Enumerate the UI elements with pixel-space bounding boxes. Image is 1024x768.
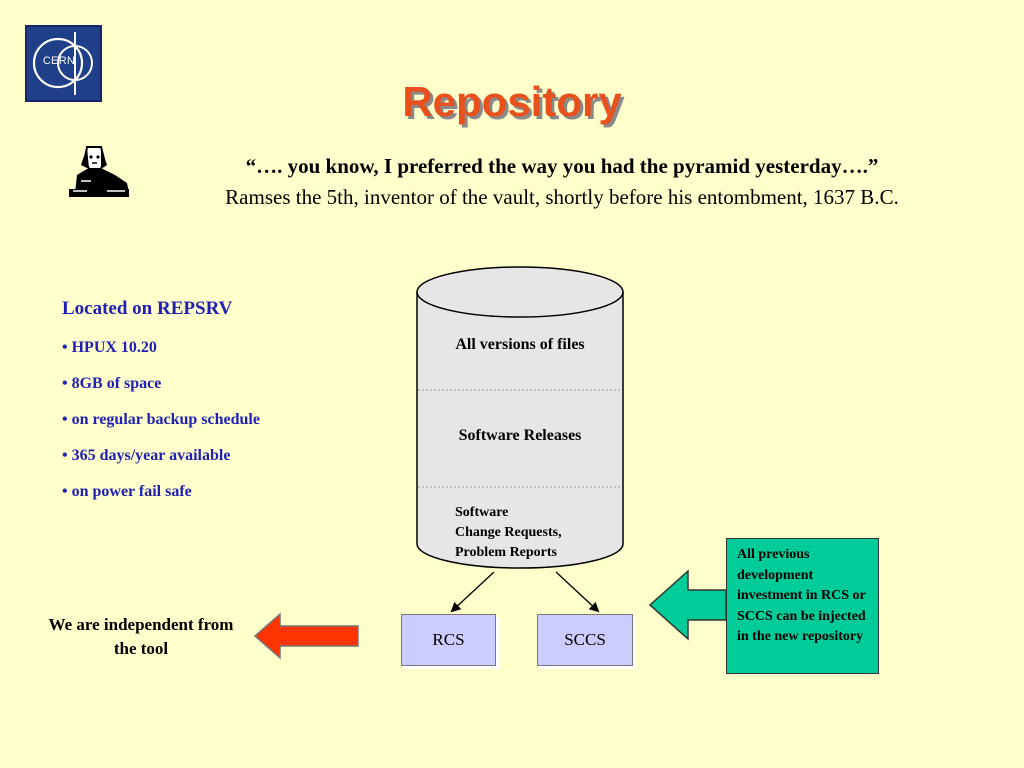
bullet-item: • 8GB of space: [62, 375, 162, 392]
bullet-item: • 365 days/year available: [62, 447, 231, 464]
connector-arrow-sccs: [555, 571, 600, 613]
repository-line: Problem Reports: [455, 545, 557, 560]
repository-line: Software: [455, 505, 509, 520]
repository-section-label: Software Change Requests, Problem Report…: [455, 503, 562, 563]
server-bullet-list: • HPUX 10.20 • 8GB of space • on regular…: [62, 338, 260, 518]
injection-note-text: All previous development investment in R…: [737, 547, 866, 644]
right-arrow-shape: [648, 569, 727, 641]
server-heading: Located on REPSRV: [62, 298, 233, 319]
bullet-item: • on regular backup schedule: [62, 411, 260, 428]
bullet-item: • on power fail safe: [62, 483, 192, 500]
repository-section-label: All versions of files: [455, 336, 585, 353]
connector-arrow-rcs: [450, 571, 495, 613]
quote-text: “…. you know, I preferred the way you ha…: [245, 154, 879, 178]
repository-cylinder: [416, 266, 624, 569]
sccs-box: SCCS: [537, 614, 633, 666]
bullet-item: • HPUX 10.20: [62, 339, 157, 356]
cern-logo-icon: CERN: [25, 25, 102, 102]
logo-text: CERN: [42, 55, 76, 67]
rcs-box: RCS: [401, 614, 496, 666]
injection-note-box: All previous development investment in R…: [726, 538, 879, 674]
sphinx-icon: [67, 143, 131, 199]
quote-attribution: Ramses the 5th, inventor of the vault, s…: [225, 185, 899, 209]
repository-section-label: Software Releases: [458, 427, 582, 444]
repository-line: Change Requests,: [455, 525, 562, 540]
left-arrow-shape: [253, 612, 359, 660]
cern-logo-graphic: [32, 32, 93, 95]
independence-note: We are independent from the tool: [48, 615, 234, 658]
page-title: Repository: [402, 78, 622, 125]
